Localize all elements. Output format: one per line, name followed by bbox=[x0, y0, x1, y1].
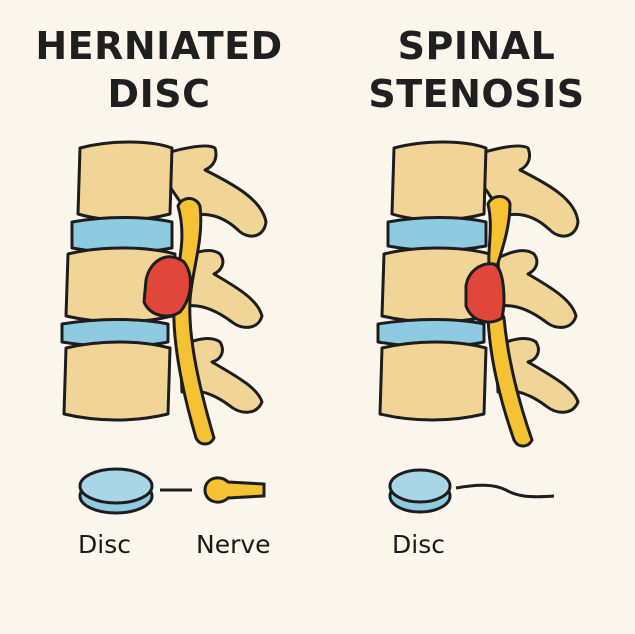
title-line-1: SPINAL bbox=[397, 24, 556, 68]
herniated-disc-title: HERNIATED DISC bbox=[0, 22, 318, 118]
upper-vertebra bbox=[76, 140, 174, 222]
upper-spinous-process bbox=[462, 144, 580, 238]
title-line-2: DISC bbox=[107, 72, 211, 116]
label-disc: Disc bbox=[78, 530, 131, 559]
middle-spinous-process bbox=[496, 249, 578, 329]
lower-spinous-process bbox=[178, 337, 264, 414]
spinal-stenosis-illustration bbox=[376, 140, 580, 514]
upper-vertebra bbox=[390, 140, 488, 222]
title-line-2: STENOSIS bbox=[368, 72, 585, 116]
label-nerve: Nerve bbox=[196, 530, 271, 559]
disc-herniation bbox=[142, 255, 192, 318]
herniated-disc-illustration bbox=[60, 140, 268, 515]
lower-vertebra bbox=[62, 340, 172, 422]
lower-vertebra bbox=[378, 340, 488, 422]
legend-disc-icon bbox=[388, 468, 452, 514]
label-disc: Disc bbox=[392, 530, 445, 559]
herniated-disc-panel: HERNIATED DISC bbox=[0, 22, 318, 559]
upper-disc bbox=[386, 216, 488, 252]
legend-nerve-icon bbox=[203, 476, 266, 504]
middle-spinous-process bbox=[180, 249, 264, 329]
legend-disc-icon bbox=[78, 467, 154, 515]
title-line-1: HERNIATED bbox=[35, 24, 283, 68]
spinal-stenosis-panel: SPINAL STENOSIS Disc bbox=[318, 0, 635, 634]
upper-spinous-process bbox=[148, 144, 268, 238]
spinal-nerve bbox=[486, 195, 512, 272]
stenosis-narrowing bbox=[464, 262, 506, 324]
spinal-stenosis-title: SPINAL STENOSIS bbox=[318, 22, 635, 118]
legend-nerve-line bbox=[455, 483, 555, 499]
lower-spinous-process bbox=[494, 337, 580, 414]
spinal-nerve bbox=[172, 197, 216, 446]
